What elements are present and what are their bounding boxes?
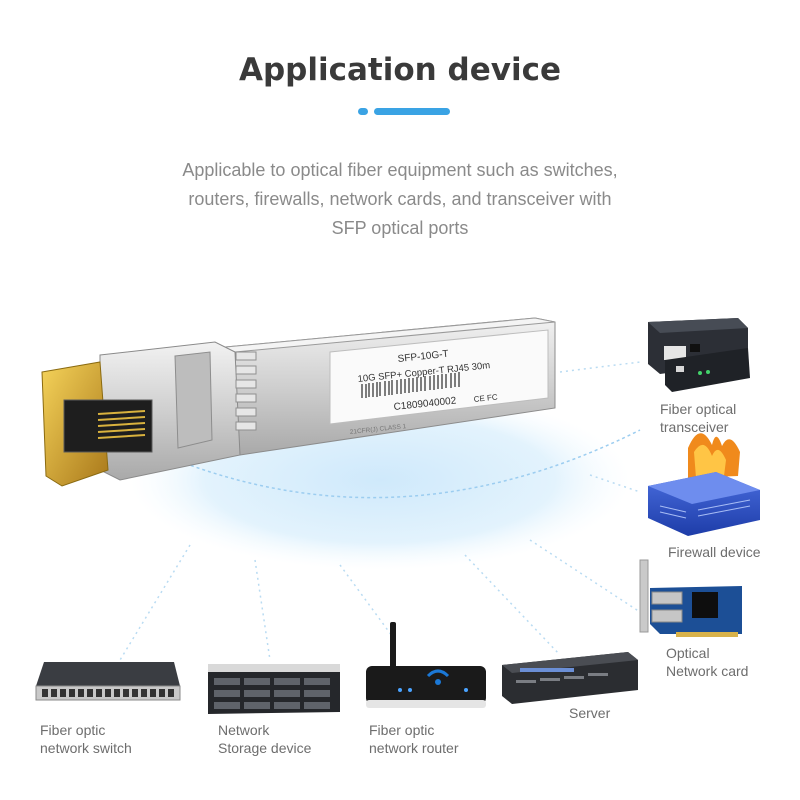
label-line: transceiver bbox=[660, 419, 729, 435]
label-server: Server bbox=[569, 704, 610, 722]
label-line: Server bbox=[569, 705, 611, 721]
label-line: Firewall device bbox=[668, 544, 761, 560]
sfp-module: SFP-10G-T 10G SFP+ Copper-T RJ45 30m C18… bbox=[41, 317, 556, 487]
barcode bbox=[361, 372, 460, 398]
description-line: routers, firewalls, network cards, and t… bbox=[188, 189, 612, 209]
label-line: Fiber optic bbox=[369, 722, 435, 738]
label-line: network switch bbox=[40, 740, 132, 756]
label-firewall-device: Firewall device bbox=[668, 543, 761, 561]
label-line: Storage device bbox=[218, 740, 312, 756]
firewall-icon bbox=[648, 433, 760, 536]
title-accent-bar bbox=[374, 108, 450, 115]
label-fiber-optic-network-switch: Fiber optic network switch bbox=[40, 721, 132, 757]
label-network-storage-device: Network Storage device bbox=[218, 721, 311, 757]
connector-lines bbox=[119, 361, 641, 661]
module-label-line1: SFP-10G-T bbox=[397, 349, 449, 365]
label-line: Network card bbox=[666, 663, 749, 679]
description: Applicable to optical fiber equipment su… bbox=[150, 156, 650, 243]
latch-fins bbox=[235, 351, 257, 431]
label-line: Fiber optical bbox=[660, 401, 737, 417]
label-line: Network bbox=[218, 722, 270, 738]
description-line: SFP optical ports bbox=[331, 218, 469, 238]
title-accent-dot bbox=[358, 108, 368, 115]
label-fiber-optical-transceiver: Fiber optical transceiver bbox=[660, 400, 736, 436]
label-optical-network-card: Optical Network card bbox=[666, 644, 748, 680]
storage-icon bbox=[208, 664, 340, 714]
label-line: network router bbox=[369, 740, 459, 756]
server-icon bbox=[502, 652, 638, 704]
router-icon bbox=[366, 622, 486, 708]
page-title: Application device bbox=[239, 52, 561, 88]
label-line: Fiber optic bbox=[40, 722, 106, 738]
rj45-pins bbox=[97, 410, 146, 439]
transceiver-icon bbox=[648, 318, 750, 392]
label-fiber-optic-network-router: Fiber optic network router bbox=[369, 721, 458, 757]
label-line: Optical bbox=[666, 645, 710, 661]
switch-icon bbox=[35, 662, 181, 701]
module-marks: CE FC bbox=[473, 393, 498, 404]
description-line: Applicable to optical fiber equipment su… bbox=[182, 160, 618, 180]
network-card-icon bbox=[639, 559, 742, 637]
